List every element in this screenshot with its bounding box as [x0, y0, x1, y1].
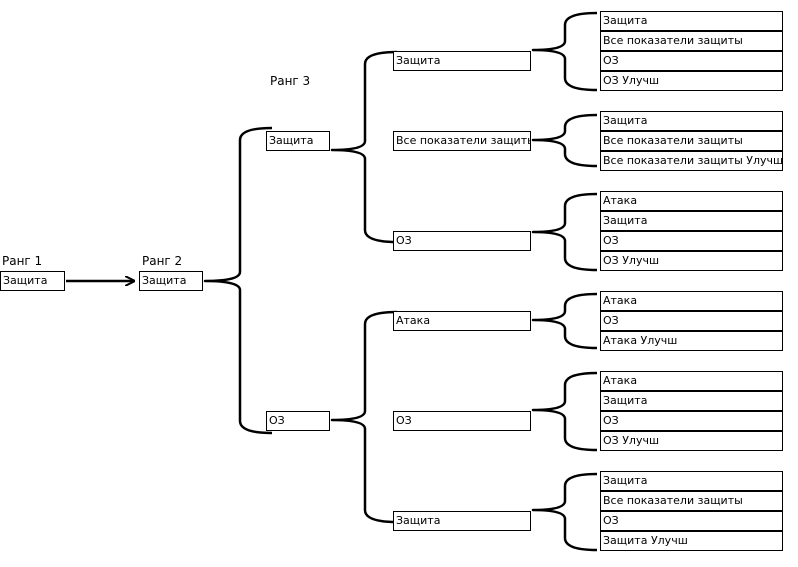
option-item: Все показатели защиты [600, 31, 783, 51]
option-item: Защита Улучш [600, 531, 783, 551]
option-item: ОЗ [600, 511, 783, 531]
option-item: ОЗ Улучш [600, 71, 783, 91]
bracket-connector [531, 472, 598, 552]
rank-3-label: Ранг 3 [270, 74, 311, 88]
level-4-node: Защита [393, 511, 531, 531]
option-item: Защита [600, 471, 783, 491]
option-item: Все показатели защиты [600, 491, 783, 511]
bracket-connector [531, 113, 598, 168]
option-item: Все показатели защиты Улучш [600, 151, 783, 171]
option-item: Атака [600, 371, 783, 391]
option-item: Атака [600, 291, 783, 311]
level-4-node: Защита [393, 51, 531, 71]
rank-3-node: ОЗ [266, 411, 330, 431]
rank-2-label: Ранг 2 [142, 254, 183, 268]
level-4-node: ОЗ [393, 231, 531, 251]
option-item: ОЗ [600, 51, 783, 71]
option-item: Защита [600, 391, 783, 411]
option-item: ОЗ [600, 231, 783, 251]
option-item: Атака Улучш [600, 331, 783, 351]
bracket-connector [531, 192, 598, 272]
bracket-connector [203, 126, 273, 435]
bracket-connector [531, 292, 598, 350]
rank-3-node: Защита [266, 131, 330, 151]
option-item: Защита [600, 11, 783, 31]
option-item: Все показатели защиты [600, 131, 783, 151]
level-4-node: Атака [393, 311, 531, 331]
option-item: Защита [600, 211, 783, 231]
bracket-connector [330, 50, 398, 244]
bracket-connector [330, 310, 398, 524]
option-item: Защита [600, 111, 783, 131]
option-item: ОЗ Улучш [600, 431, 783, 451]
level-4-node: ОЗ [393, 411, 531, 431]
option-item: ОЗ Улучш [600, 251, 783, 271]
option-item: Атака [600, 191, 783, 211]
bracket-connector [531, 11, 598, 92]
bracket-connector [531, 371, 598, 452]
option-item: ОЗ [600, 411, 783, 431]
rank-1-node: Защита [0, 271, 65, 291]
rank-2-node: Защита [139, 271, 203, 291]
brace-layer [203, 11, 598, 552]
level-4-node: Все показатели защиты [393, 131, 531, 151]
option-item: ОЗ [600, 311, 783, 331]
rank-1-label: Ранг 1 [2, 254, 43, 268]
